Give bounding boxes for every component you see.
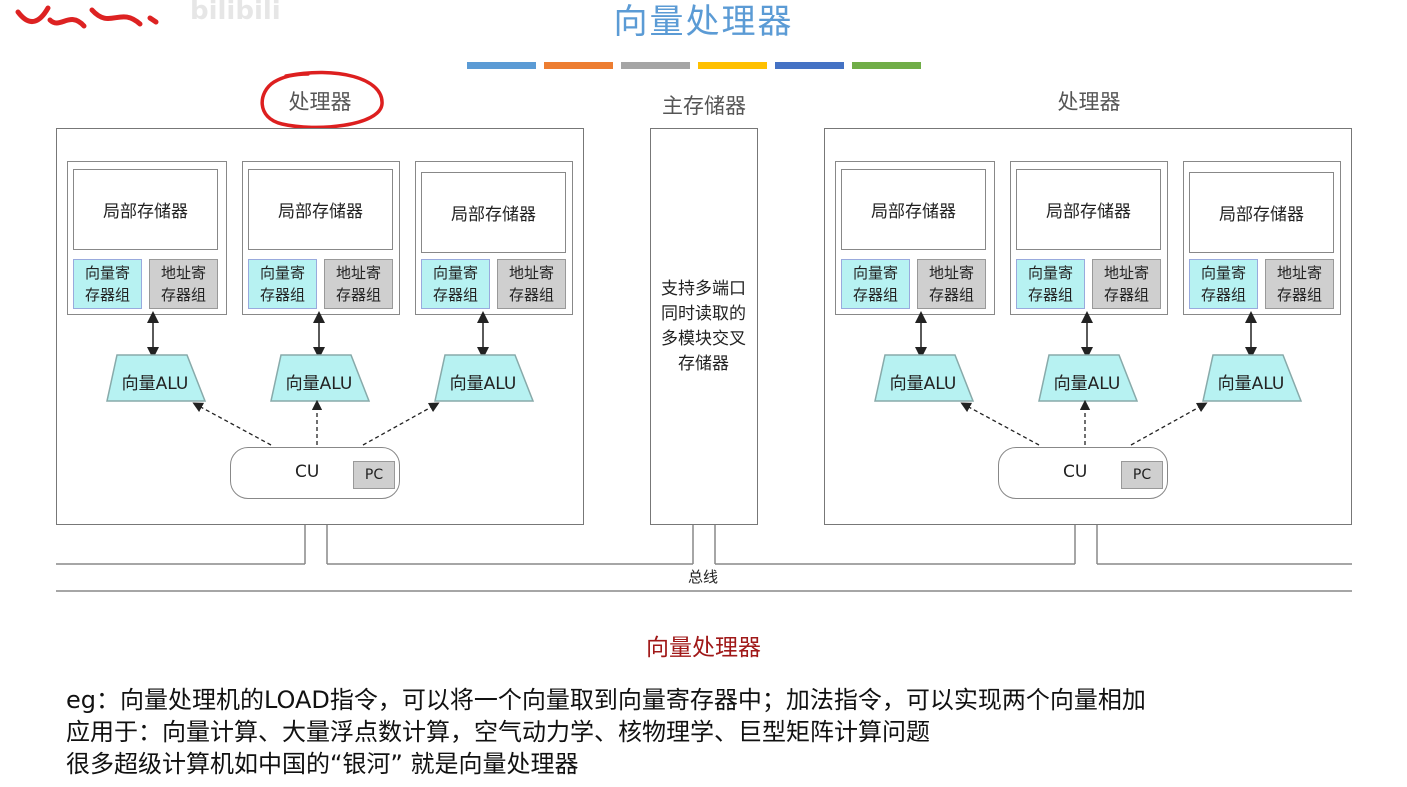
cu-label: CU xyxy=(295,462,320,482)
core-left-2: 局部存储器 向量寄存器组 地址寄存器组 xyxy=(242,161,400,315)
red-scribble-icon xyxy=(15,5,159,29)
alu-label: 向量ALU xyxy=(449,374,517,394)
address-register-group: 地址寄存器组 xyxy=(1092,259,1161,309)
address-register-group: 地址寄存器组 xyxy=(324,259,393,309)
section-subtitle: 向量处理器 xyxy=(646,635,761,661)
address-register-group: 地址寄存器组 xyxy=(149,259,218,309)
vector-alu-shape xyxy=(106,354,207,402)
core-right-2: 局部存储器 向量寄存器组 地址寄存器组 xyxy=(1010,161,1168,315)
alu-label: 向量ALU xyxy=(285,374,353,394)
main-memory-label: 主存储器 xyxy=(662,94,746,118)
local-memory: 局部存储器 xyxy=(1016,169,1161,250)
vector-alu-shape xyxy=(434,354,535,402)
color-bar xyxy=(544,62,613,69)
color-bar xyxy=(775,62,844,69)
core-right-1: 局部存储器 向量寄存器组 地址寄存器组 xyxy=(835,161,995,315)
page-title: 向量处理器 xyxy=(613,2,794,42)
color-bar xyxy=(621,62,690,69)
processor-right-connections xyxy=(874,311,1303,446)
cu-label: CU xyxy=(1063,462,1088,482)
note-line: eg：向量处理机的LOAD指令，可以将一个向量取到向量寄存器中；加法指令，可以实… xyxy=(66,686,1146,714)
vector-register-group: 向量寄存器组 xyxy=(421,259,490,309)
bus-label: 总线 xyxy=(660,566,746,587)
local-memory: 局部存储器 xyxy=(1189,172,1334,253)
program-counter: PC xyxy=(1121,461,1163,489)
watermark: bilibili xyxy=(190,0,281,26)
main-memory-description: 支持多端口 同时读取的 多模块交叉 存储器 xyxy=(661,279,746,374)
red-circle-annotation xyxy=(260,70,384,130)
alu-label: 向量ALU xyxy=(1217,374,1285,394)
core-left-3: 局部存储器 向量寄存器组 地址寄存器组 xyxy=(415,161,573,315)
alu-label: 向量ALU xyxy=(889,374,957,394)
note-line: 应用于：向量计算、大量浮点数计算，空气动力学、核物理学、巨型矩阵计算问题 xyxy=(66,718,930,746)
note-line: 很多超级计算机如中国的“银河” 就是向量处理器 xyxy=(66,750,579,778)
control-unit: CU PC xyxy=(998,447,1168,499)
local-memory: 局部存储器 xyxy=(73,169,218,250)
alu-label: 向量ALU xyxy=(121,374,189,394)
notes-text: eg：向量处理机的LOAD指令，可以将一个向量取到向量寄存器中；加法指令，可以实… xyxy=(66,684,1146,780)
control-unit: CU PC xyxy=(230,447,400,499)
address-register-group: 地址寄存器组 xyxy=(497,259,566,309)
local-memory: 局部存储器 xyxy=(421,172,566,253)
alu-label: 向量ALU xyxy=(1053,374,1121,394)
system-bus xyxy=(56,525,1352,592)
processor-left-label: 处理器 xyxy=(288,90,352,114)
program-counter: PC xyxy=(353,461,395,489)
processor-right-frame: 局部存储器 向量寄存器组 地址寄存器组 局部存储器 向量寄存器组 地址寄存器组 … xyxy=(824,128,1352,525)
core-right-3: 局部存储器 向量寄存器组 地址寄存器组 xyxy=(1183,161,1341,315)
processor-left-frame: 局部存储器 向量寄存器组 地址寄存器组 局部存储器 向量寄存器组 地址寄存器组 … xyxy=(56,128,584,525)
local-memory: 局部存储器 xyxy=(841,169,986,250)
processor-left-connections xyxy=(106,311,535,446)
color-bar xyxy=(467,62,536,69)
vector-register-group: 向量寄存器组 xyxy=(1016,259,1085,309)
color-bar xyxy=(852,62,921,69)
processor-right-label: 处理器 xyxy=(1057,90,1121,114)
color-bar xyxy=(698,62,767,69)
address-register-group: 地址寄存器组 xyxy=(1265,259,1334,309)
vector-alu-shape xyxy=(270,354,371,402)
local-memory: 局部存储器 xyxy=(248,169,393,250)
vector-register-group: 向量寄存器组 xyxy=(73,259,142,309)
main-memory-box: 支持多端口 同时读取的 多模块交叉 存储器 xyxy=(650,128,758,525)
vector-register-group: 向量寄存器组 xyxy=(841,259,910,309)
address-register-group: 地址寄存器组 xyxy=(917,259,986,309)
vector-register-group: 向量寄存器组 xyxy=(1189,259,1258,309)
color-bar-strip xyxy=(467,62,921,69)
vector-register-group: 向量寄存器组 xyxy=(248,259,317,309)
